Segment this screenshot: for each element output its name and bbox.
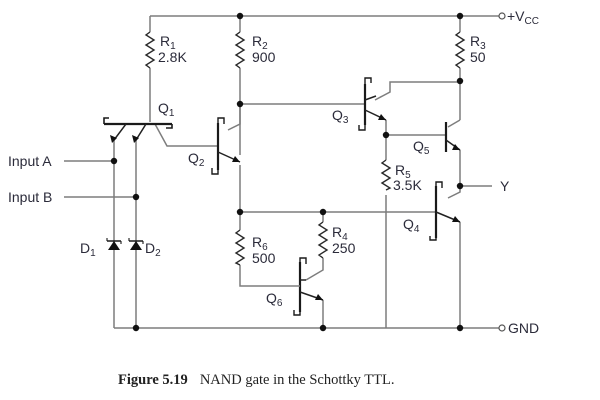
- labels: +VCC GND Y Input A Input B R1 2.8K R2 90…: [8, 8, 539, 336]
- q2-emitter-r6: [239, 165, 290, 287]
- resistor-r2: [234, 31, 246, 69]
- gnd-label: GND: [508, 320, 539, 336]
- wires: [64, 15, 500, 329]
- r6-value: 500: [252, 250, 276, 266]
- r2-value: 900: [252, 49, 276, 65]
- resistors: [144, 31, 466, 266]
- q2-label: Q2: [188, 150, 205, 169]
- r1-value: 2.8K: [158, 49, 187, 65]
- input-b-label: Input B: [8, 189, 52, 205]
- r4-name: R4: [332, 224, 348, 243]
- figure-number: Figure 5.19: [118, 372, 188, 388]
- diode-d2: [128, 238, 144, 250]
- gnd-terminal: [498, 324, 506, 332]
- q5-label: Q5: [413, 138, 430, 157]
- q2-collector: [227, 104, 241, 131]
- r3-name: R3: [470, 33, 486, 52]
- resistor-r1: [144, 31, 156, 69]
- resistor-r3: [454, 31, 466, 69]
- q3-label: Q3: [332, 107, 349, 126]
- transistor-q1: [103, 117, 173, 143]
- r5-name: R5: [395, 162, 411, 181]
- r5-value: 3.5K: [393, 177, 422, 193]
- r3-value: 50: [470, 49, 486, 65]
- q6-label: Q6: [266, 290, 283, 309]
- q4-label: Q4: [403, 216, 420, 235]
- q1-label: Q1: [158, 100, 175, 119]
- q5-collector: [447, 119, 461, 128]
- q3-emitter-node: [385, 120, 446, 136]
- transistor-q5: [444, 122, 461, 152]
- transistor-q2: [211, 117, 241, 175]
- resistor-r6: [234, 229, 246, 266]
- q5-emitter-y: [459, 150, 492, 187]
- q3-collector-wire: [374, 81, 460, 101]
- input-a-label: Input A: [8, 153, 52, 169]
- transistor-q4: [429, 181, 461, 241]
- r4-value: 250: [332, 240, 356, 256]
- junction-dots: [110, 12, 464, 332]
- vcc-terminal: [498, 12, 506, 20]
- output-label: Y: [500, 178, 510, 194]
- diode-d1: [106, 238, 122, 250]
- figure-caption: Figure 5.19 NAND gate in the Schottky TTL…: [118, 372, 394, 388]
- q1-to-q2: [154, 123, 218, 147]
- resistor-r4: [317, 221, 329, 259]
- d1-label: D1: [80, 240, 96, 259]
- figure-title: NAND gate in the Schottky TTL.: [200, 372, 395, 388]
- r6-name: R6: [252, 234, 268, 253]
- resistor-r5: [380, 159, 392, 191]
- transistor-q3: [358, 77, 387, 131]
- r1-name: R1: [160, 33, 176, 52]
- r2-name: R2: [252, 33, 268, 52]
- transistor-q6: [290, 257, 324, 316]
- vcc-label: +VCC: [507, 8, 539, 27]
- d2-label: D2: [145, 240, 161, 259]
